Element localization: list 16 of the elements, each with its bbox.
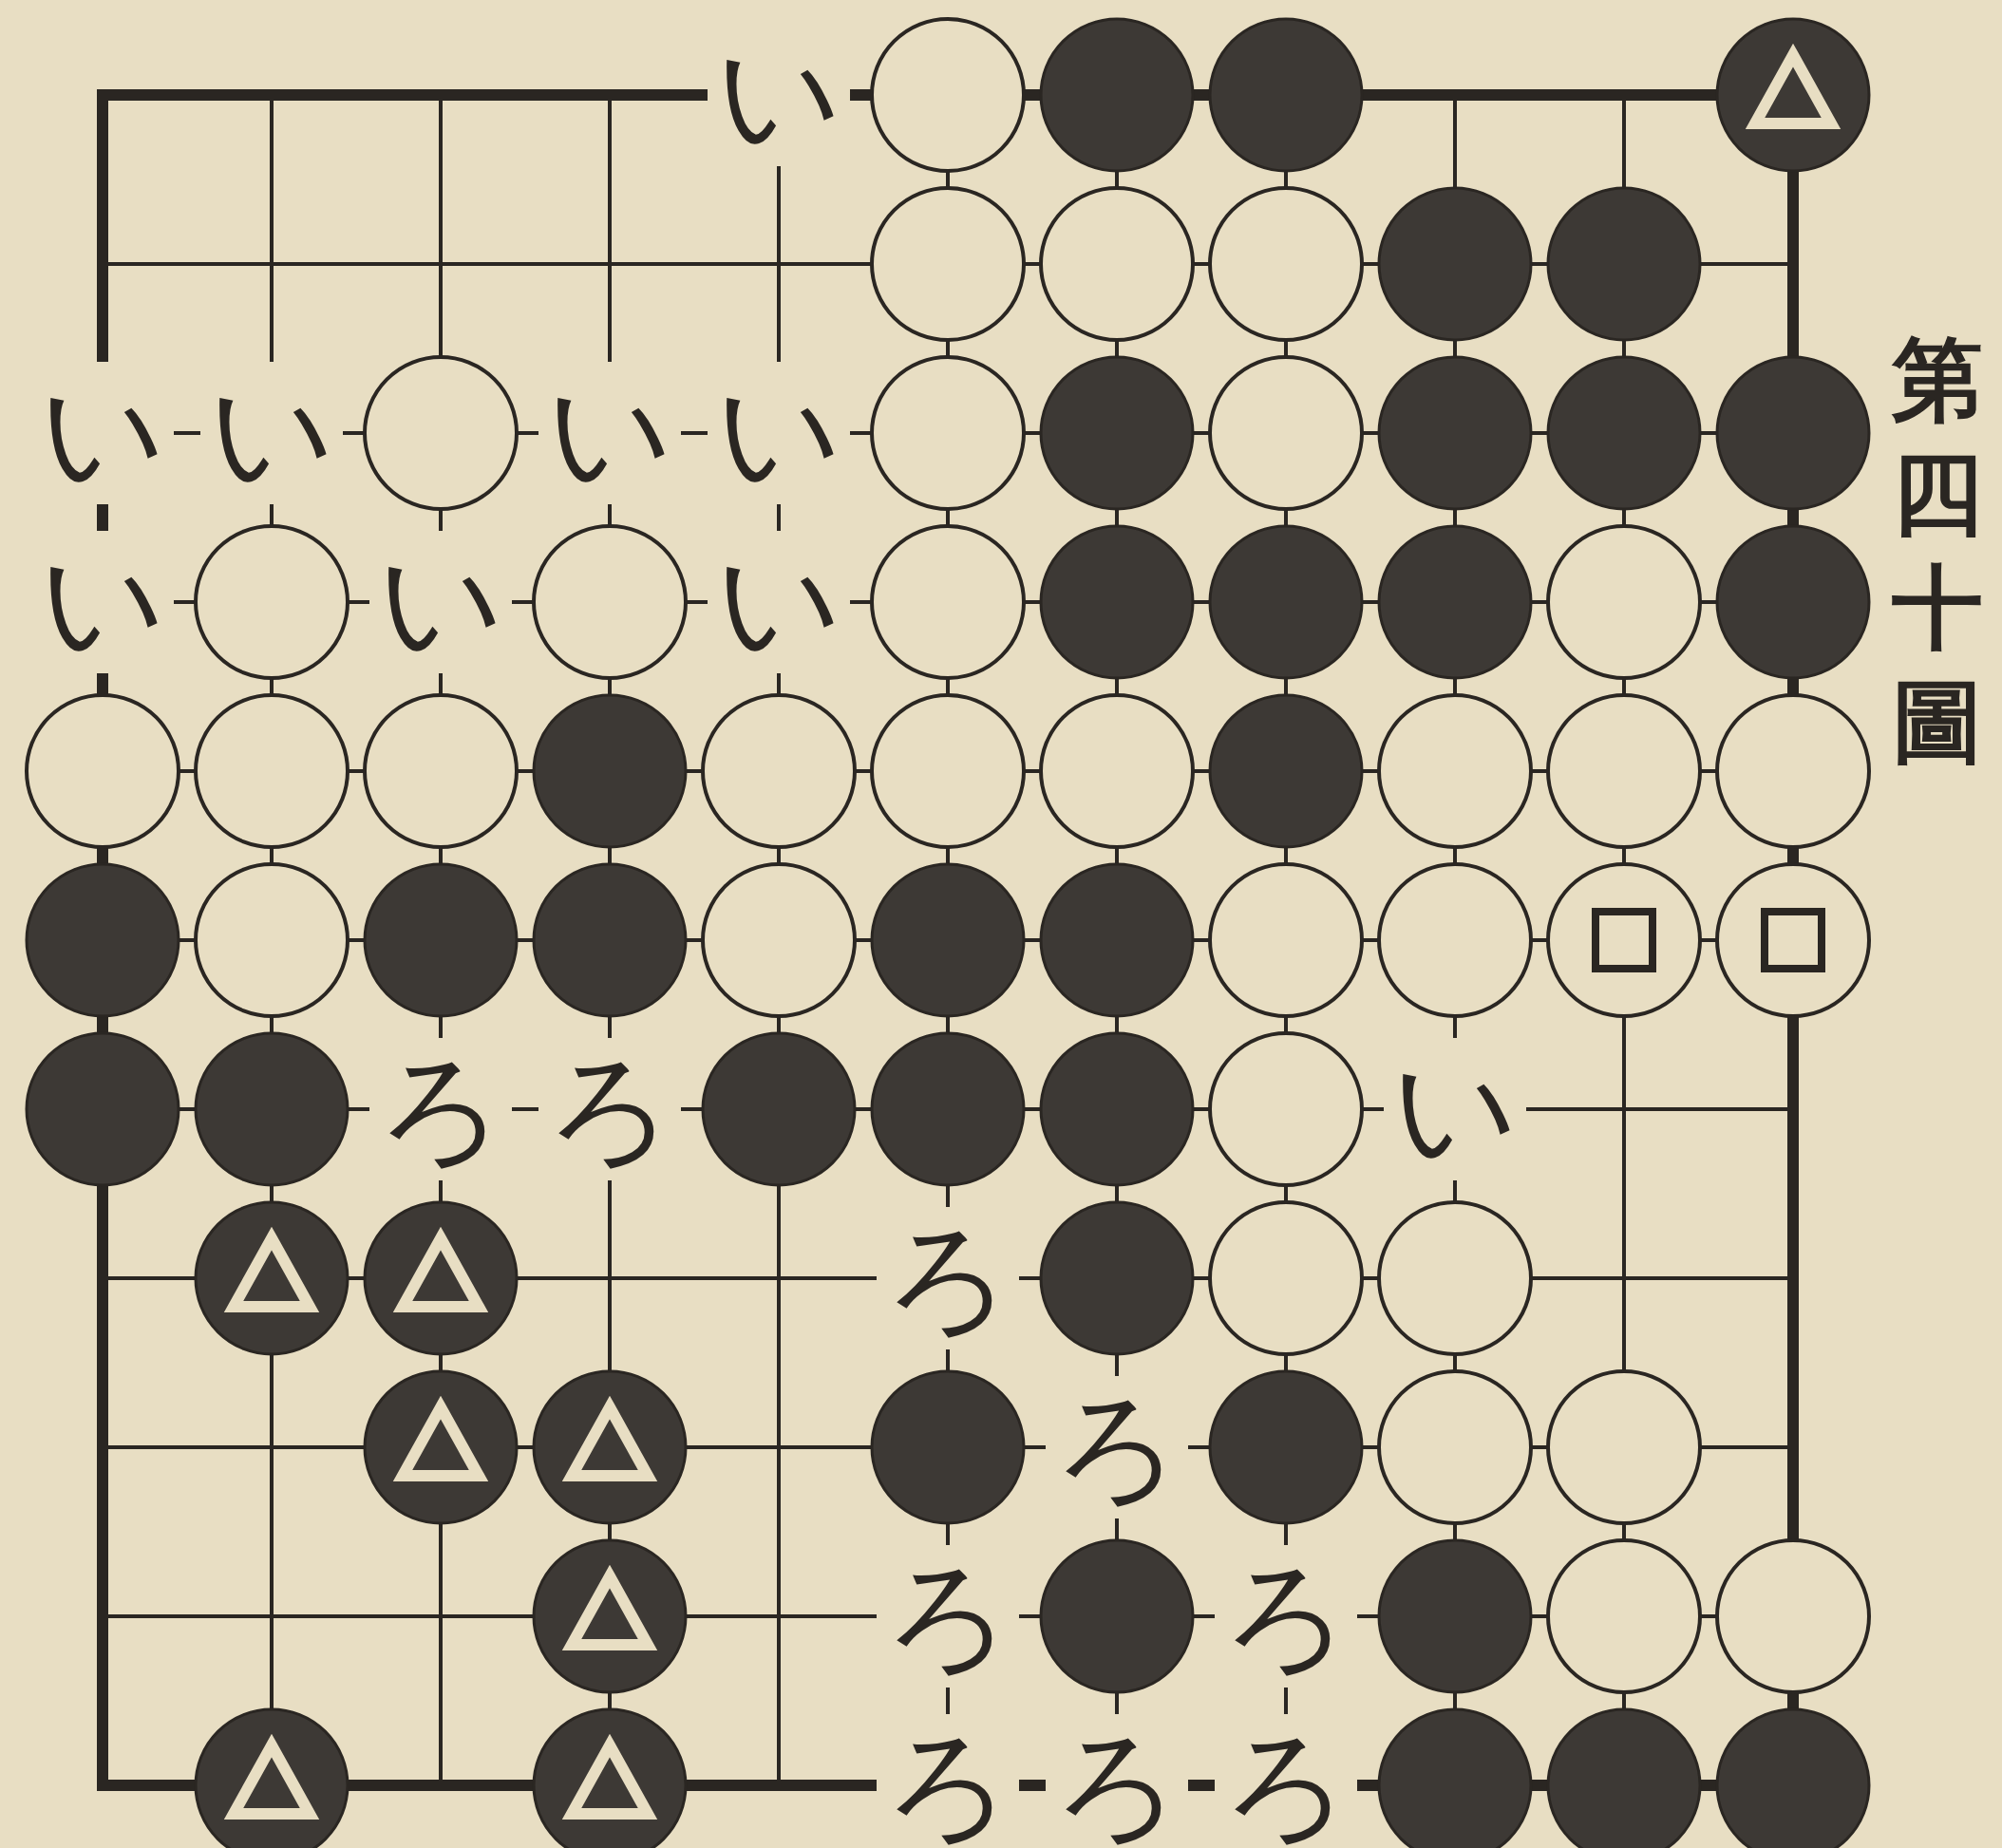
point-label: ろ [877, 1207, 1019, 1349]
figure-title: 第四十圖 [1891, 325, 1984, 777]
point-label: い [200, 362, 343, 504]
point-label: ろ [1046, 1714, 1188, 1848]
point-label: い [538, 362, 681, 504]
point-label: ろ [1215, 1545, 1357, 1688]
point-label: ろ [877, 1545, 1019, 1688]
point-label: ろ [538, 1038, 681, 1180]
point-label: い [708, 362, 850, 504]
point-label: ろ [1046, 1376, 1188, 1518]
point-label: ろ [877, 1714, 1019, 1848]
point-label: ろ [1215, 1714, 1357, 1848]
point-label: ろ [369, 1038, 512, 1180]
point-label: い [708, 531, 850, 673]
point-label: い [369, 531, 512, 673]
point-label: い [1384, 1038, 1526, 1180]
